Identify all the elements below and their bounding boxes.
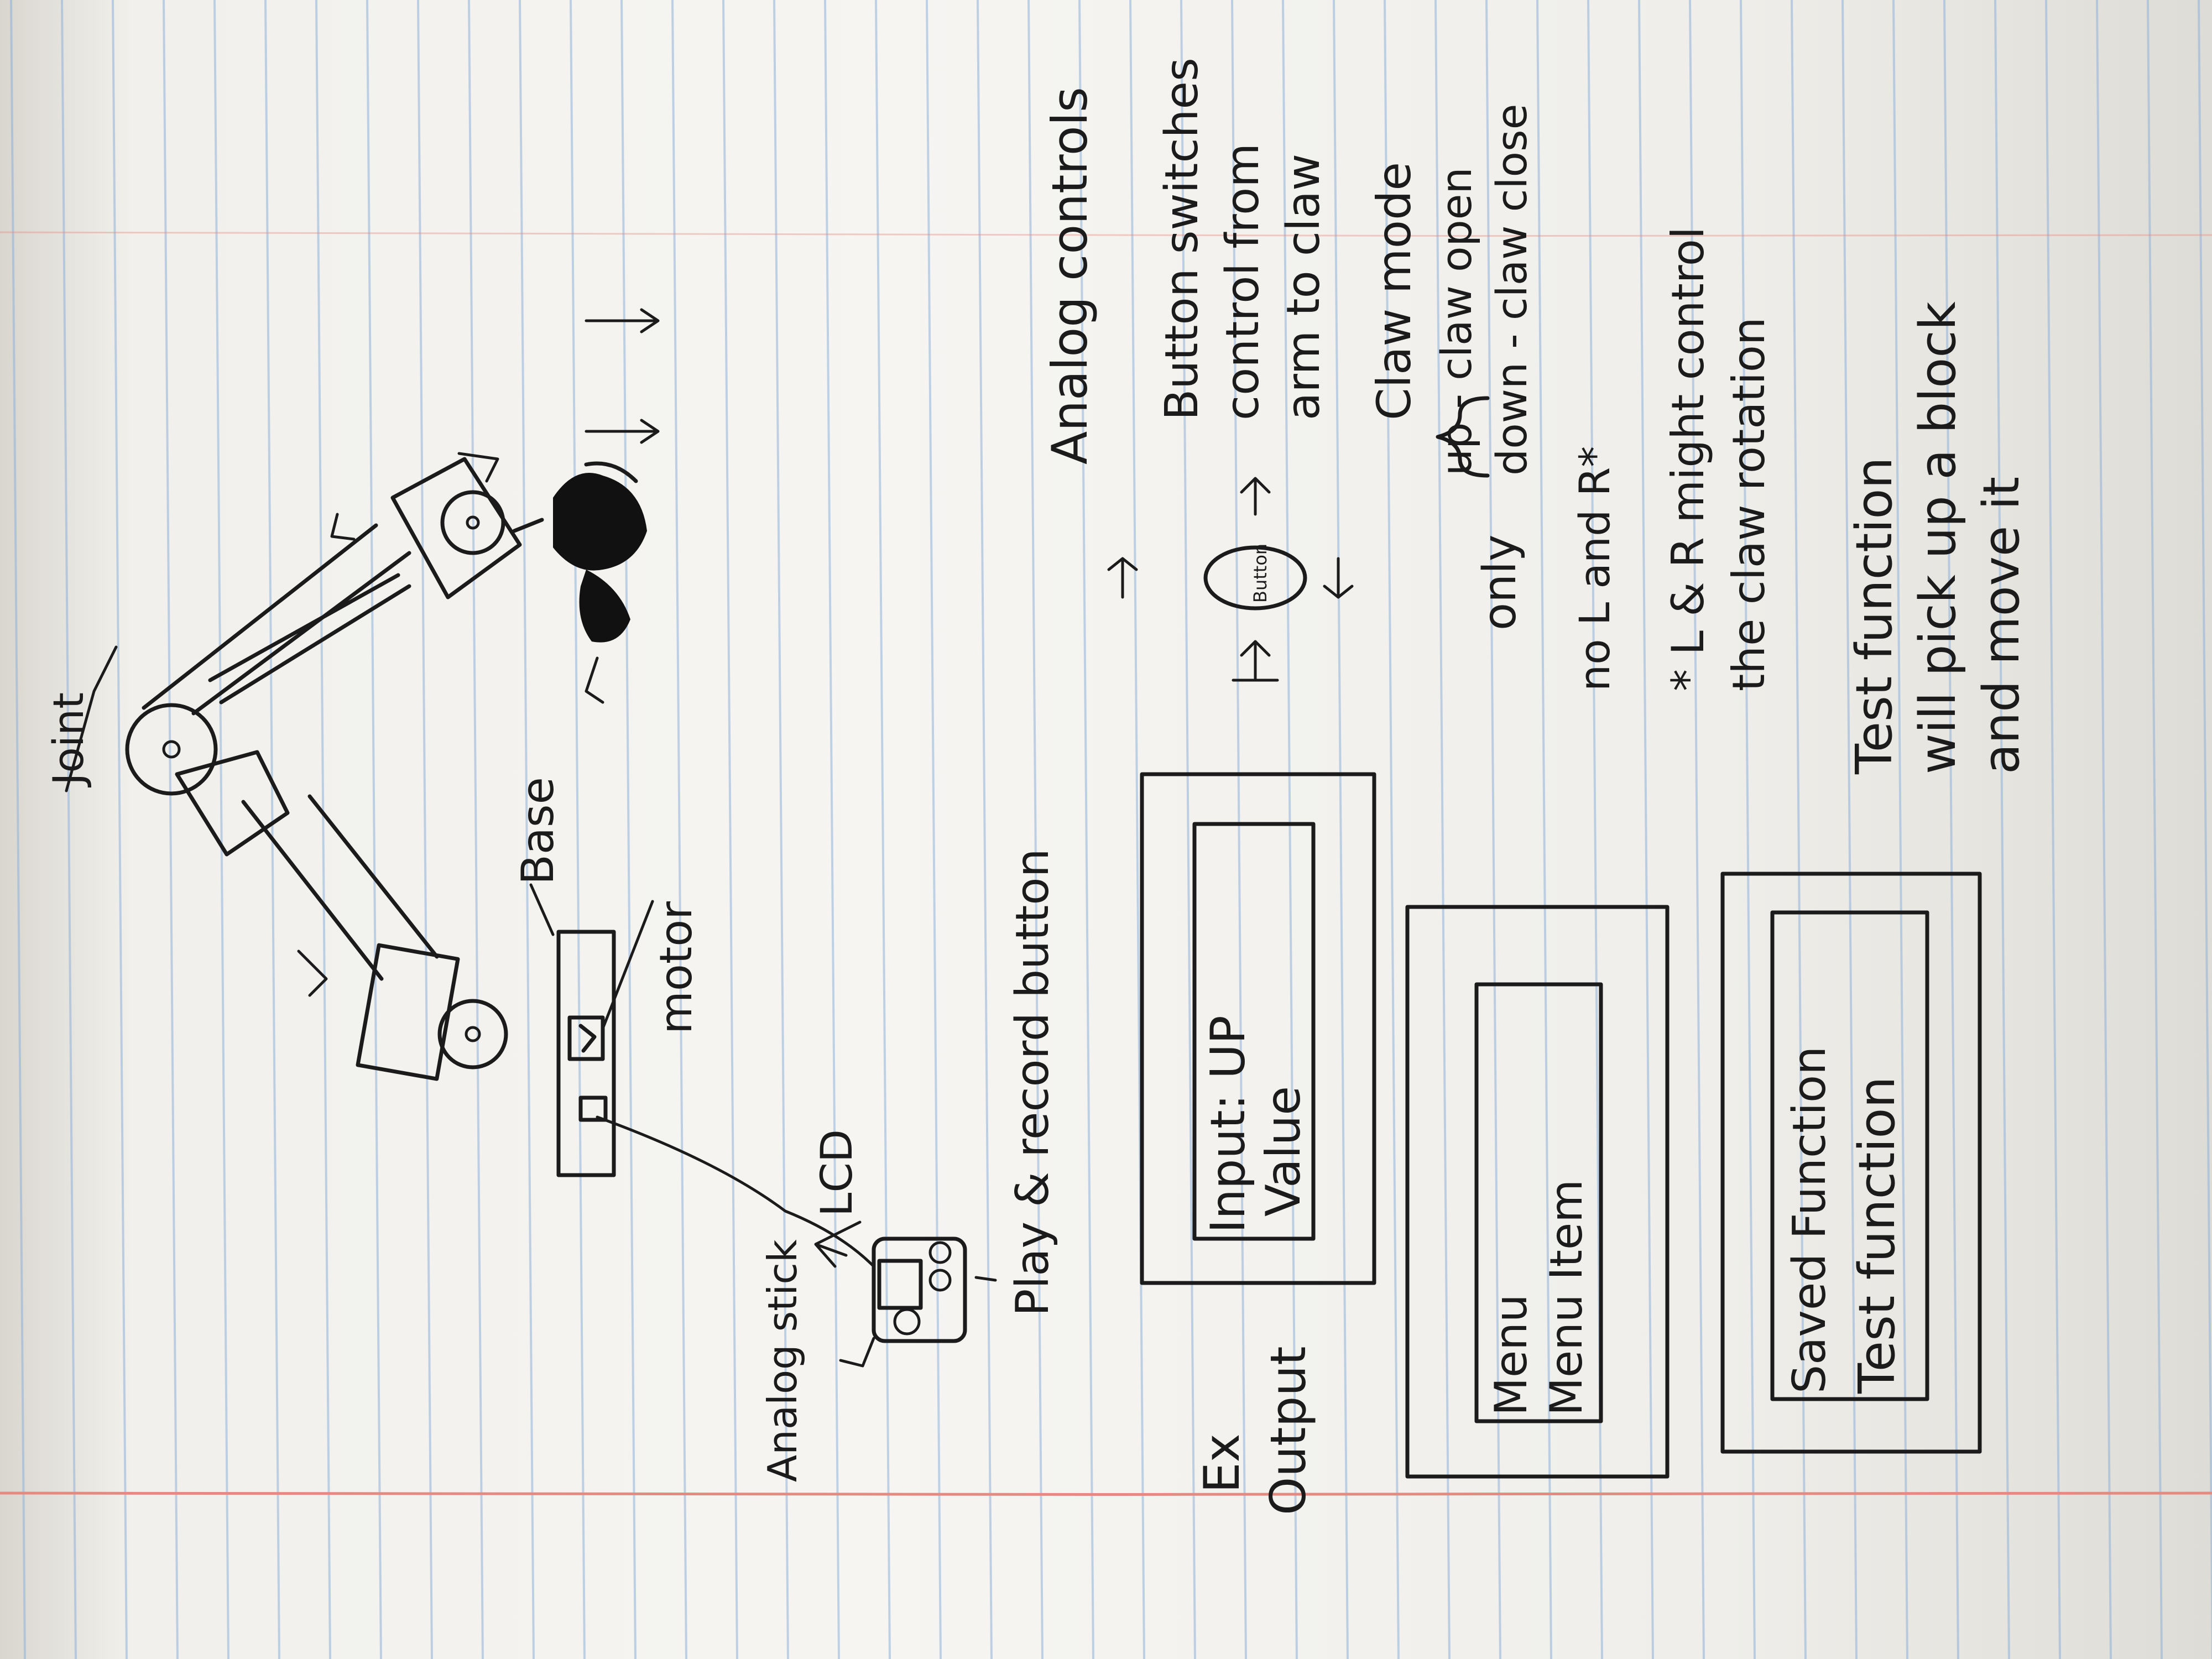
claw-mode-label: Claw mode (1367, 162, 1421, 420)
rule-line (1689, 0, 1705, 1659)
rule-line (1841, 0, 1858, 1659)
claw-up-label: up - claw open (1432, 167, 1481, 476)
rule-line (213, 0, 229, 1659)
rule-line (1485, 0, 1501, 1659)
test-function-note: Test function will pick up a block and m… (1845, 285, 2031, 775)
rule-line (1078, 0, 1094, 1659)
rule-line (977, 0, 993, 1659)
arrow-up-icon (1107, 557, 1138, 599)
rule-line (570, 0, 586, 1659)
joint-icon (125, 703, 218, 796)
lower-joint-icon (437, 999, 508, 1070)
base-label: Base (512, 777, 564, 885)
brace-icon (1436, 396, 1490, 478)
play-record-label: Play & record button (1006, 848, 1059, 1316)
rule-line (1231, 0, 1247, 1659)
lcd-mock-input (1140, 772, 1376, 1285)
rule-line (926, 0, 942, 1659)
lcd-mock-menu (1405, 905, 1670, 1479)
wrist-joint-icon (440, 490, 505, 555)
claw-down-label: down - claw close (1487, 104, 1536, 476)
rule-line (1129, 0, 1145, 1659)
saved-function-line: Saved Function (1783, 1046, 1836, 1394)
motor-label: motor (650, 901, 702, 1034)
rule-line (2096, 0, 2112, 1659)
input-value-line1: Input: UP (1201, 1015, 1256, 1233)
rule-line (1943, 0, 1959, 1659)
lcd-screen-icon (877, 1259, 923, 1310)
ex-output-label: Ex Output (1193, 1346, 1317, 1515)
input-value-line2: Value (1256, 1086, 1311, 1217)
base-block (556, 930, 616, 1177)
motion-arrows (65, 308, 660, 997)
motor-icon (567, 1015, 605, 1061)
robot-arm-drawing: Joint Base motor (44, 308, 702, 1177)
menu-line1: Menu (1485, 1294, 1537, 1416)
rule-line (264, 0, 280, 1659)
lr-note-label: * L & R might control the claw rotation (1662, 213, 1775, 691)
rule-line (112, 0, 128, 1659)
rule-line (1994, 0, 2010, 1659)
controller-body (872, 1237, 967, 1343)
analog-stick-label: Analog stick (759, 1239, 806, 1482)
rule-line (722, 0, 738, 1659)
arrow-right-icon (1240, 477, 1271, 516)
rule-line (620, 0, 637, 1659)
button-switches-label: Button switches control from arm to claw (1156, 43, 1330, 420)
rule-line (163, 0, 179, 1659)
rule-line (1740, 0, 1756, 1659)
analog-controls-heading: Analog controls (1041, 87, 1098, 465)
margin-line (0, 1491, 2212, 1496)
rule-line (468, 0, 484, 1659)
analog-controls-section: Analog controls Button Button switches c… (1041, 43, 1775, 691)
controller-drawing: LCD Analog stick Play & record button (596, 848, 1059, 1482)
only-label: only (1474, 535, 1526, 630)
rule-line (1892, 0, 1908, 1659)
rule-line (824, 0, 840, 1659)
rule-line (1791, 0, 1807, 1659)
rule-line (1282, 0, 1298, 1659)
claw-icon (512, 461, 647, 643)
ex-output-section: Ex Output Input: UP Value Menu Menu Item… (1140, 772, 1982, 1515)
no-l-r-label: no L and R* (1570, 446, 1619, 691)
rule-line (1384, 0, 1400, 1659)
rule-line (1027, 0, 1044, 1659)
button-label: Button (1250, 544, 1271, 603)
lcd-mock-saved-function (1720, 872, 1982, 1454)
rule-line (2198, 0, 2212, 1659)
arrow-down-icon (1323, 557, 1354, 599)
rule-line (1180, 0, 1196, 1659)
rule-line (1434, 0, 1451, 1659)
rule-line (773, 0, 789, 1659)
rule-line (875, 0, 891, 1659)
rule-line (1333, 0, 1349, 1659)
rule-line (2045, 0, 2061, 1659)
rule-line (10, 0, 26, 1659)
rule-line (519, 0, 535, 1659)
rule-line (61, 0, 77, 1659)
rule-line (1638, 0, 1654, 1659)
analog-stick-icon (893, 1308, 921, 1335)
rule-line (315, 0, 331, 1659)
control-button-icon (1203, 545, 1307, 611)
test-function-note-text: Test function will pick up a block and m… (1845, 285, 2031, 775)
menu-line2: Menu Item (1541, 1180, 1592, 1416)
rule-line (671, 0, 687, 1659)
top-margin-line (0, 231, 2212, 237)
rule-line (1536, 0, 1552, 1659)
rule-line (2147, 0, 2163, 1659)
arrow-left-icon (1232, 640, 1279, 682)
test-function-line: Test function (1848, 1077, 1906, 1395)
rule-line (366, 0, 382, 1659)
joint-label: Joint (44, 692, 93, 787)
rule-line (417, 0, 433, 1659)
lcd-label: LCD (812, 1129, 862, 1217)
